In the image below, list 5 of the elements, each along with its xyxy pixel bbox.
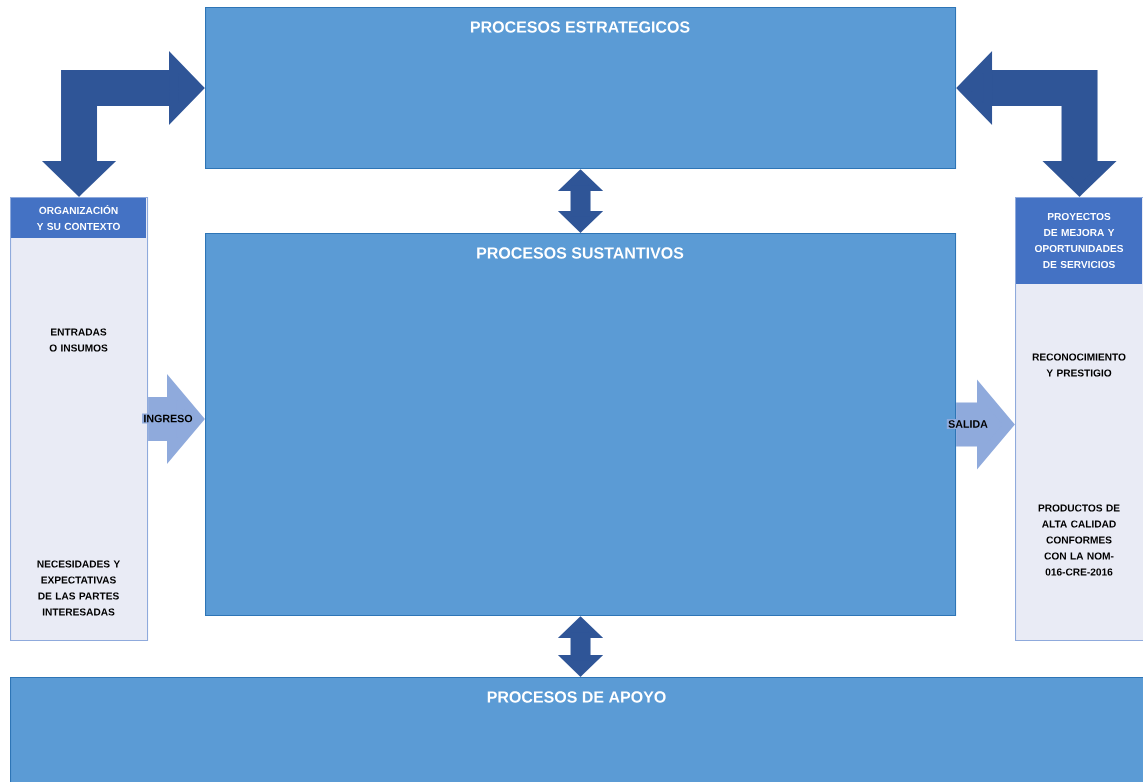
panel: PROYECTOS DE MEJORA Y OPORTUNIDADES DE SERVICIOS RECONOCIMIENTO Y PRESTIGIO PRODUCTOS DE ALTA CALIDAD CONFORMES CON LA NOM-016-CRE-2016	[1015, 197, 1143, 642]
edge-label: INGRESO	[142, 413, 194, 424]
process-box: PROCESOS DE APOYO	[10, 677, 1143, 782]
process-box: PROCESOS ESTRATEGICOS	[205, 7, 957, 170]
edge-label: SALIDA	[946, 418, 990, 430]
